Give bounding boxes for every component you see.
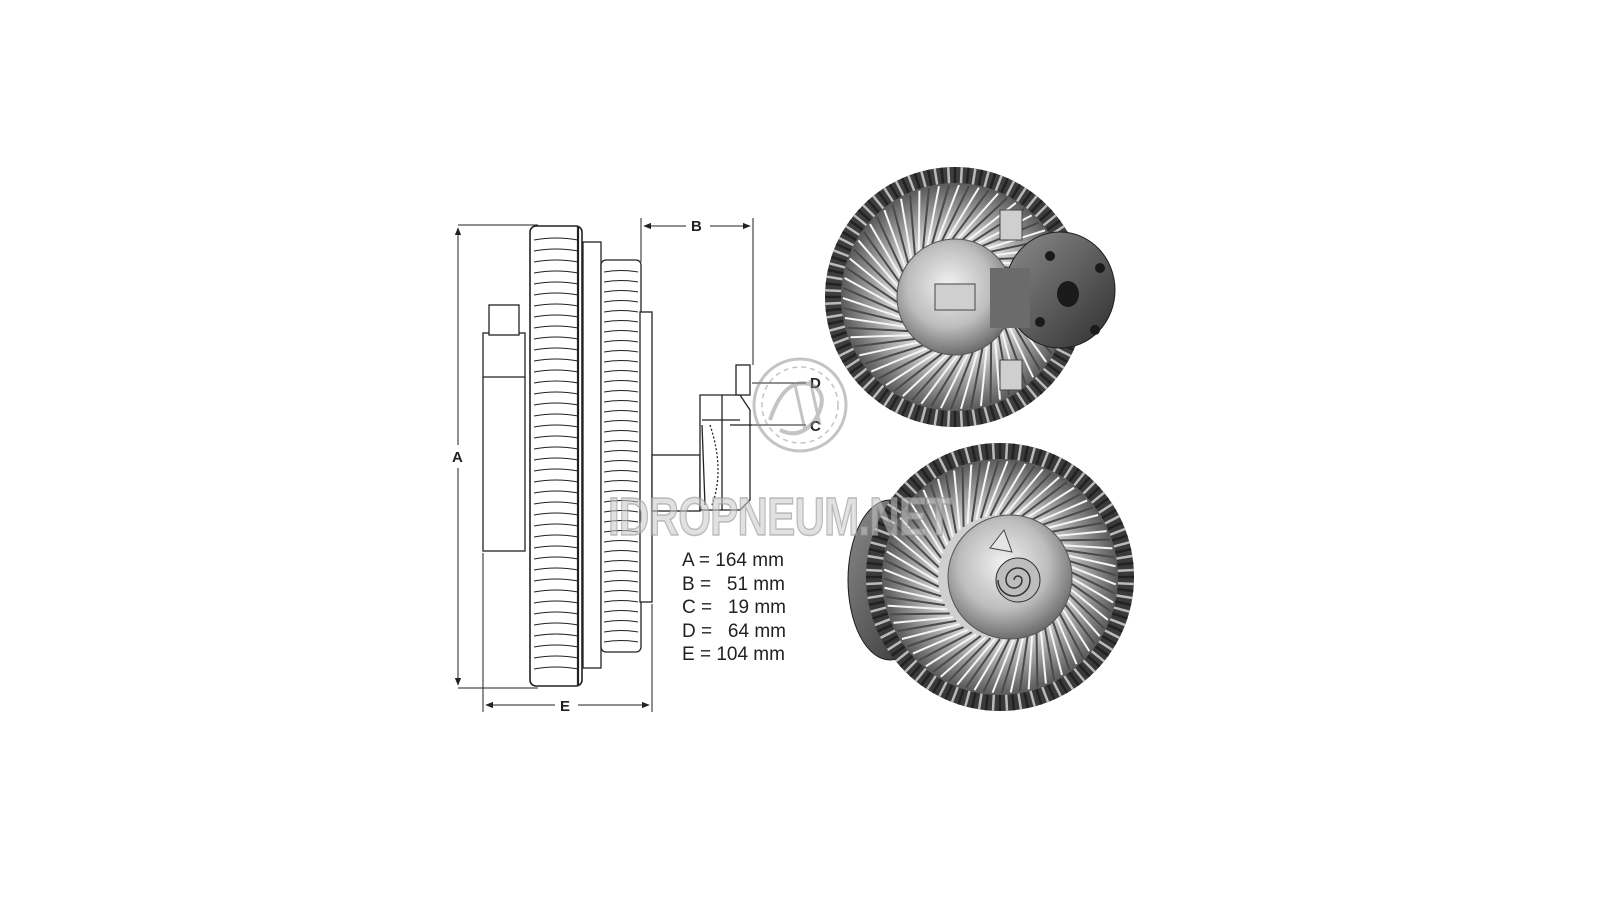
watermark-emblem — [752, 357, 848, 453]
secondary-fin-lines — [603, 270, 639, 643]
dimension-e-label: E — [560, 698, 570, 715]
clutch-plate — [582, 241, 602, 669]
bimetal-spring-icon — [995, 557, 1041, 603]
spec-c: C = 19 mm — [682, 597, 786, 618]
radial-fins — [883, 460, 1117, 694]
dimension-spec-list: A = 164 mm B = 51 mm C = 19 mm D = 64 mm… — [682, 549, 786, 667]
spec-b: B = 51 mm — [682, 573, 785, 595]
dimension-b-label: B — [691, 218, 702, 235]
dimension-a-label: A — [452, 449, 463, 466]
outer-fin-teeth — [866, 443, 1134, 711]
secondary-fin-body — [600, 259, 642, 653]
spec-a: A = 164 mm — [682, 550, 784, 571]
spec-d: D = 64 mm — [682, 620, 786, 642]
fan-clutch-photo-rear — [825, 167, 1116, 427]
dimension-c-label: C — [810, 418, 821, 435]
front-housing — [639, 311, 653, 603]
fan-clutch-photo-front — [847, 443, 1134, 711]
side-view-drawing — [482, 225, 752, 687]
hub-shaft — [651, 454, 701, 512]
dimension-lines — [454, 218, 806, 712]
flange-stud — [735, 364, 751, 396]
rear-boss — [482, 332, 526, 552]
main-fin-lines — [533, 237, 579, 670]
watermark-text: IDROPNEUM.NET — [607, 486, 952, 548]
dimension-d-label: D — [810, 375, 821, 392]
rear-boss-tab — [488, 304, 520, 336]
main-fin-body — [529, 225, 583, 687]
spec-e: E = 104 mm — [682, 644, 785, 665]
